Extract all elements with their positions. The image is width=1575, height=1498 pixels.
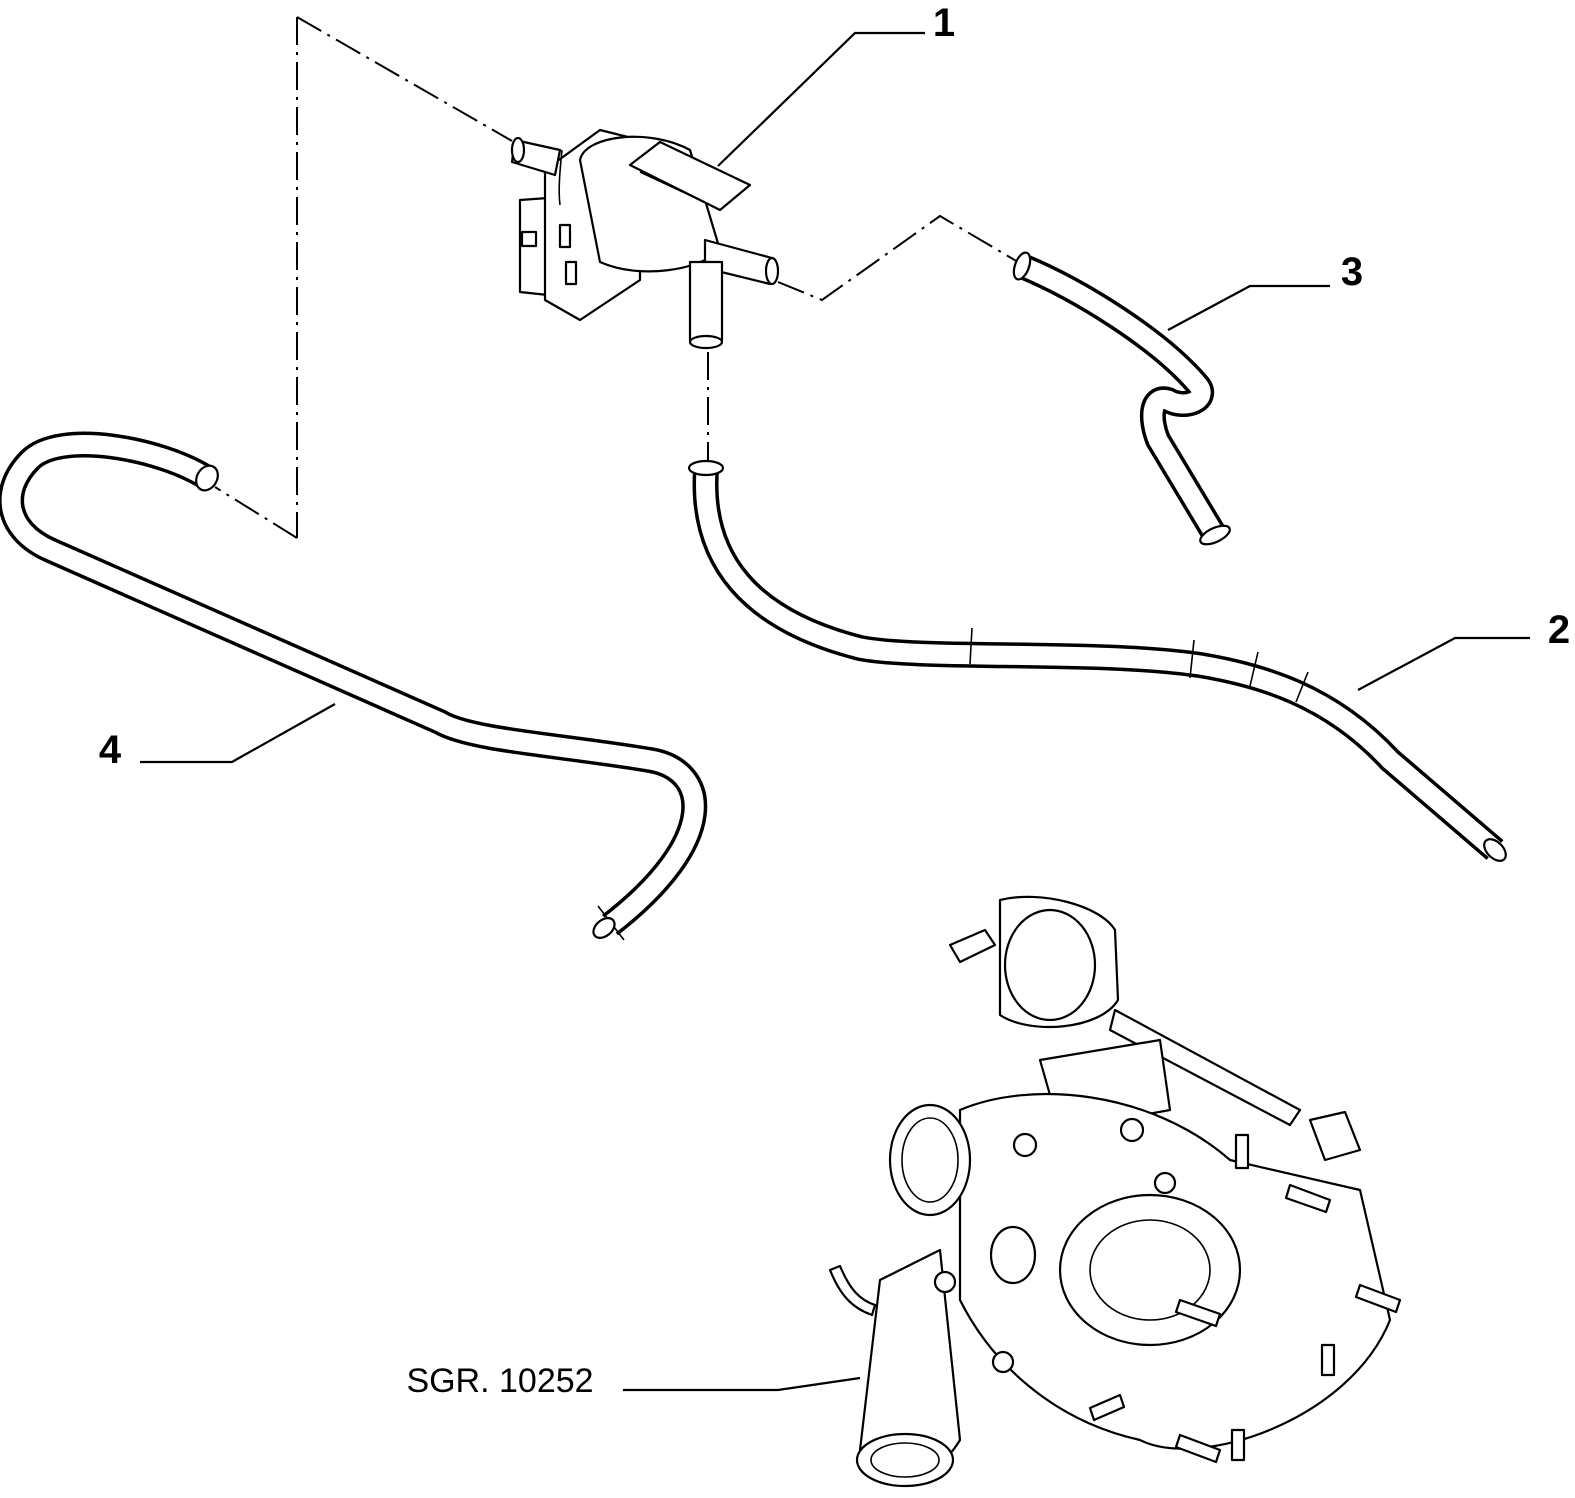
valve-bottom-port bbox=[688, 260, 724, 342]
hose-3-end-lower bbox=[1199, 524, 1231, 546]
turbo-stud-4 bbox=[1174, 1433, 1222, 1464]
callout-1: 1 bbox=[933, 1, 955, 45]
solenoid-valve bbox=[510, 128, 780, 350]
turbo-stud-6 bbox=[1234, 1133, 1250, 1170]
assembly-lines bbox=[214, 16, 1019, 539]
hose-2-end-lower bbox=[1483, 838, 1507, 862]
leader-line-4 bbox=[140, 703, 336, 764]
turbo-center-ring bbox=[1089, 1219, 1211, 1321]
turbo-oil-pipe bbox=[828, 1264, 877, 1317]
turbo-compressor-inlet bbox=[888, 1103, 972, 1217]
turbo-stud-7 bbox=[1320, 1343, 1336, 1377]
hose-4-end-lower bbox=[592, 917, 616, 939]
leader-line-1 bbox=[717, 31, 925, 167]
reference-label: SGR. 10252 bbox=[406, 1362, 593, 1400]
hose-2-band-4 bbox=[1295, 671, 1309, 703]
valve-connector-pin bbox=[520, 230, 538, 248]
turbo-port bbox=[989, 1225, 1037, 1285]
turbo-bolt-3 bbox=[933, 1270, 957, 1294]
hose-4 bbox=[0, 431, 708, 941]
turbo-stud-8 bbox=[1230, 1428, 1246, 1462]
turbo-inlet-ring bbox=[901, 1117, 959, 1203]
turbo-actuator-nipple bbox=[948, 928, 997, 964]
turbo-actuator-rod bbox=[1108, 1008, 1302, 1127]
callout-2: 2 bbox=[1548, 608, 1570, 652]
turbo-bolt-1 bbox=[1012, 1132, 1038, 1158]
leader-line-3 bbox=[1167, 284, 1330, 331]
assembly-line-valve-inlet bbox=[296, 16, 513, 142]
valve-slot-1 bbox=[558, 223, 572, 249]
leader-line-2 bbox=[1357, 636, 1530, 691]
turbo-stud-1 bbox=[1284, 1183, 1332, 1214]
hose-2-band-1 bbox=[969, 627, 973, 665]
hose-2-band-2 bbox=[1189, 639, 1195, 679]
assembly-line-hose-4-end bbox=[214, 486, 298, 539]
hose-4-end-upper bbox=[195, 464, 219, 492]
turbocharger-assembly bbox=[828, 895, 1402, 1488]
hose-2-band-3 bbox=[1249, 651, 1259, 687]
valve-inlet-opening bbox=[510, 136, 526, 164]
turbo-outlet-flange bbox=[855, 1432, 955, 1488]
turbo-bolt-4 bbox=[991, 1350, 1015, 1374]
turbo-actuator-can bbox=[1003, 908, 1097, 1022]
valve-plate-rib bbox=[558, 149, 563, 206]
leader-lines bbox=[140, 31, 1530, 1392]
turbo-stud-5 bbox=[1088, 1393, 1126, 1422]
valve-bottom-opening bbox=[688, 334, 724, 350]
callout-4: 4 bbox=[99, 728, 122, 772]
turbo-stud-3 bbox=[1354, 1283, 1402, 1314]
turbo-stud-2 bbox=[1174, 1298, 1222, 1328]
turbo-rod-end bbox=[1308, 1110, 1362, 1162]
valve-side-opening bbox=[764, 256, 780, 286]
hose-3 bbox=[1012, 251, 1231, 546]
turbo-outlet-opening bbox=[870, 1442, 940, 1478]
callout-3: 3 bbox=[1341, 250, 1363, 294]
leader-line-reference bbox=[623, 1376, 861, 1392]
turbo-bolt-5 bbox=[1153, 1171, 1177, 1195]
valve-connector-detail bbox=[639, 171, 701, 201]
turbo-bolt-2 bbox=[1119, 1117, 1145, 1143]
hose-2 bbox=[687, 459, 1507, 862]
valve-slot-2 bbox=[564, 260, 578, 286]
assembly-line-valve-to-hose-3 bbox=[777, 214, 1019, 302]
hose-3-end-upper bbox=[1012, 251, 1032, 281]
hose-2-end-upper bbox=[687, 459, 725, 477]
